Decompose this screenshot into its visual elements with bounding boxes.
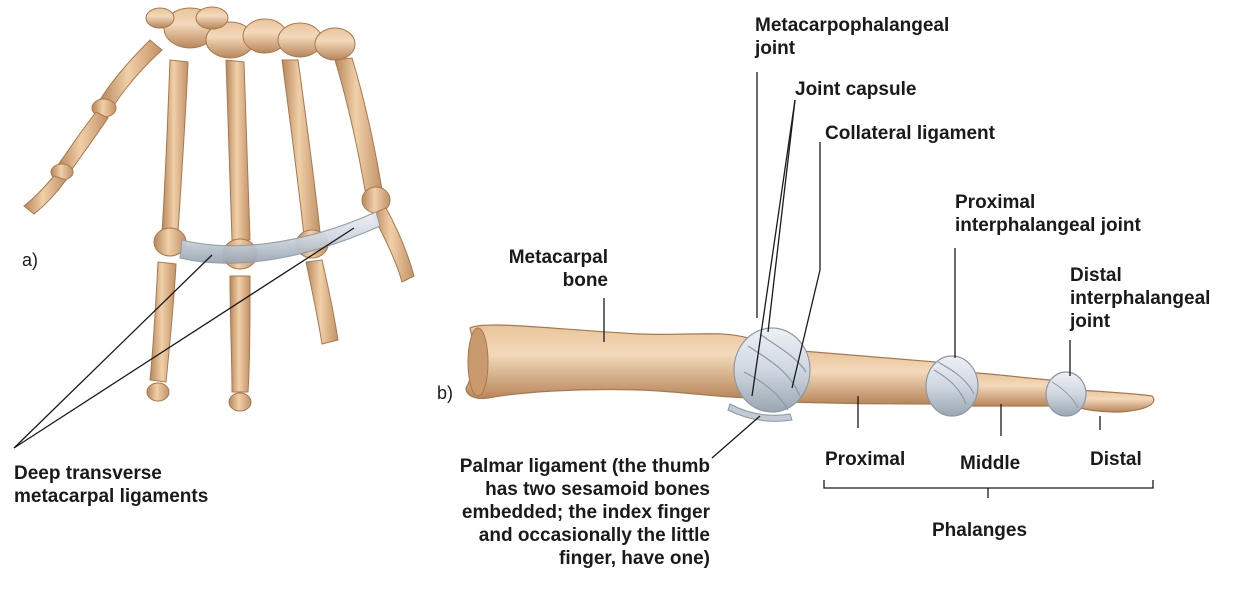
dip-joint-capsule: [1046, 372, 1086, 416]
label-deep-transverse-metacarpal-ligaments: Deep transverse metacarpal ligaments: [14, 462, 208, 508]
thumb-bones: [24, 40, 162, 214]
finger-bones: [147, 58, 414, 411]
carpal-bones: [146, 7, 355, 60]
panel-label-b: b): [437, 383, 453, 404]
label-proximal-interphalangeal-joint: Proximal interphalangeal joint: [955, 191, 1141, 237]
hand-skeleton-a: [24, 7, 414, 411]
label-metacarpophalangeal-joint: Metacarpophalangeal joint: [755, 14, 949, 60]
label-metacarpal-bone: Metacarpal bone: [468, 246, 608, 292]
label-distal-phalanx: Distal: [1090, 448, 1142, 471]
label-phalanges: Phalanges: [932, 519, 1027, 542]
distal-phalanx-shape: [1078, 390, 1154, 412]
label-palmar-ligament: Palmar ligament (the thumb has two sesam…: [360, 455, 710, 570]
label-proximal-phalanx: Proximal: [825, 448, 905, 471]
deep-transverse-ligament-band: [180, 212, 380, 263]
finger-side-view-b: [466, 325, 1154, 421]
metacarpal-bone-shape: [466, 325, 758, 399]
pip-joint-capsule: [926, 356, 978, 416]
label-distal-interphalangeal-joint: Distal interphalangeal joint: [1070, 264, 1210, 333]
proximal-phalanx-shape: [790, 350, 942, 404]
label-collateral-ligament: Collateral ligament: [825, 122, 995, 145]
label-middle-phalanx: Middle: [960, 452, 1020, 475]
label-joint-capsule: Joint capsule: [795, 78, 916, 101]
panel-label-a: a): [22, 250, 38, 271]
